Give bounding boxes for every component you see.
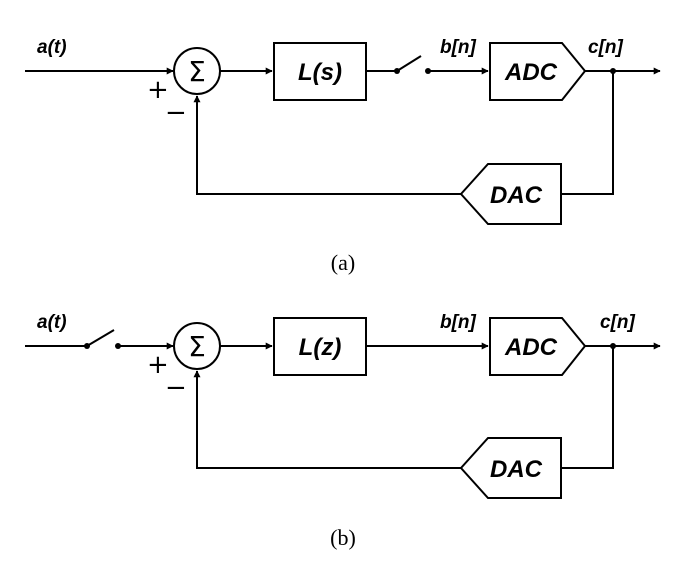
output-label-a: c[n] bbox=[588, 37, 624, 58]
sampled-label-b: b[n] bbox=[440, 312, 477, 333]
sampling-switch-a bbox=[396, 55, 422, 72]
adc-block-b bbox=[489, 317, 587, 376]
caption-a: (a) bbox=[331, 250, 355, 275]
plus-sign-a: + bbox=[147, 75, 169, 105]
dac-block-a bbox=[459, 163, 562, 225]
input-label-a: a(t) bbox=[37, 37, 67, 58]
adc-label-b: ADC bbox=[504, 334, 558, 361]
output-label-b: c[n] bbox=[600, 312, 636, 333]
plus-sign-b: + bbox=[147, 350, 169, 380]
input-label-b: a(t) bbox=[37, 312, 67, 333]
filter-block-b bbox=[273, 317, 367, 376]
filter-label-a: L(s) bbox=[298, 59, 342, 86]
feedback-wire-in-a bbox=[193, 95, 461, 195]
diagram-a: a(t) Σ + − L(s) b[n] ADC c[n] DAC (a) bbox=[25, 37, 661, 275]
caption-b: (b) bbox=[330, 525, 356, 550]
sampling-switch-b bbox=[86, 329, 115, 347]
minus-sign-b: − bbox=[165, 373, 187, 403]
minus-sign-a: − bbox=[165, 98, 187, 128]
feedback-wire-in-b bbox=[193, 370, 461, 469]
feedback-wire-out-a bbox=[561, 71, 614, 195]
filter-label-b: L(z) bbox=[299, 334, 342, 361]
dac-label-a: DAC bbox=[490, 182, 543, 209]
dac-label-b: DAC bbox=[490, 456, 543, 483]
feedback-wire-out-b bbox=[561, 346, 614, 469]
sampled-label-a: b[n] bbox=[440, 37, 477, 58]
adc-block-a bbox=[489, 42, 587, 101]
diagram-b: a(t) Σ + − L(z) b[n] ADC c[n] DAC (b) bbox=[25, 312, 661, 550]
sum-symbol-b: Σ bbox=[188, 330, 206, 363]
adc-label-a: ADC bbox=[504, 59, 558, 86]
dac-block-b bbox=[459, 437, 562, 499]
sum-symbol-a: Σ bbox=[188, 55, 206, 88]
